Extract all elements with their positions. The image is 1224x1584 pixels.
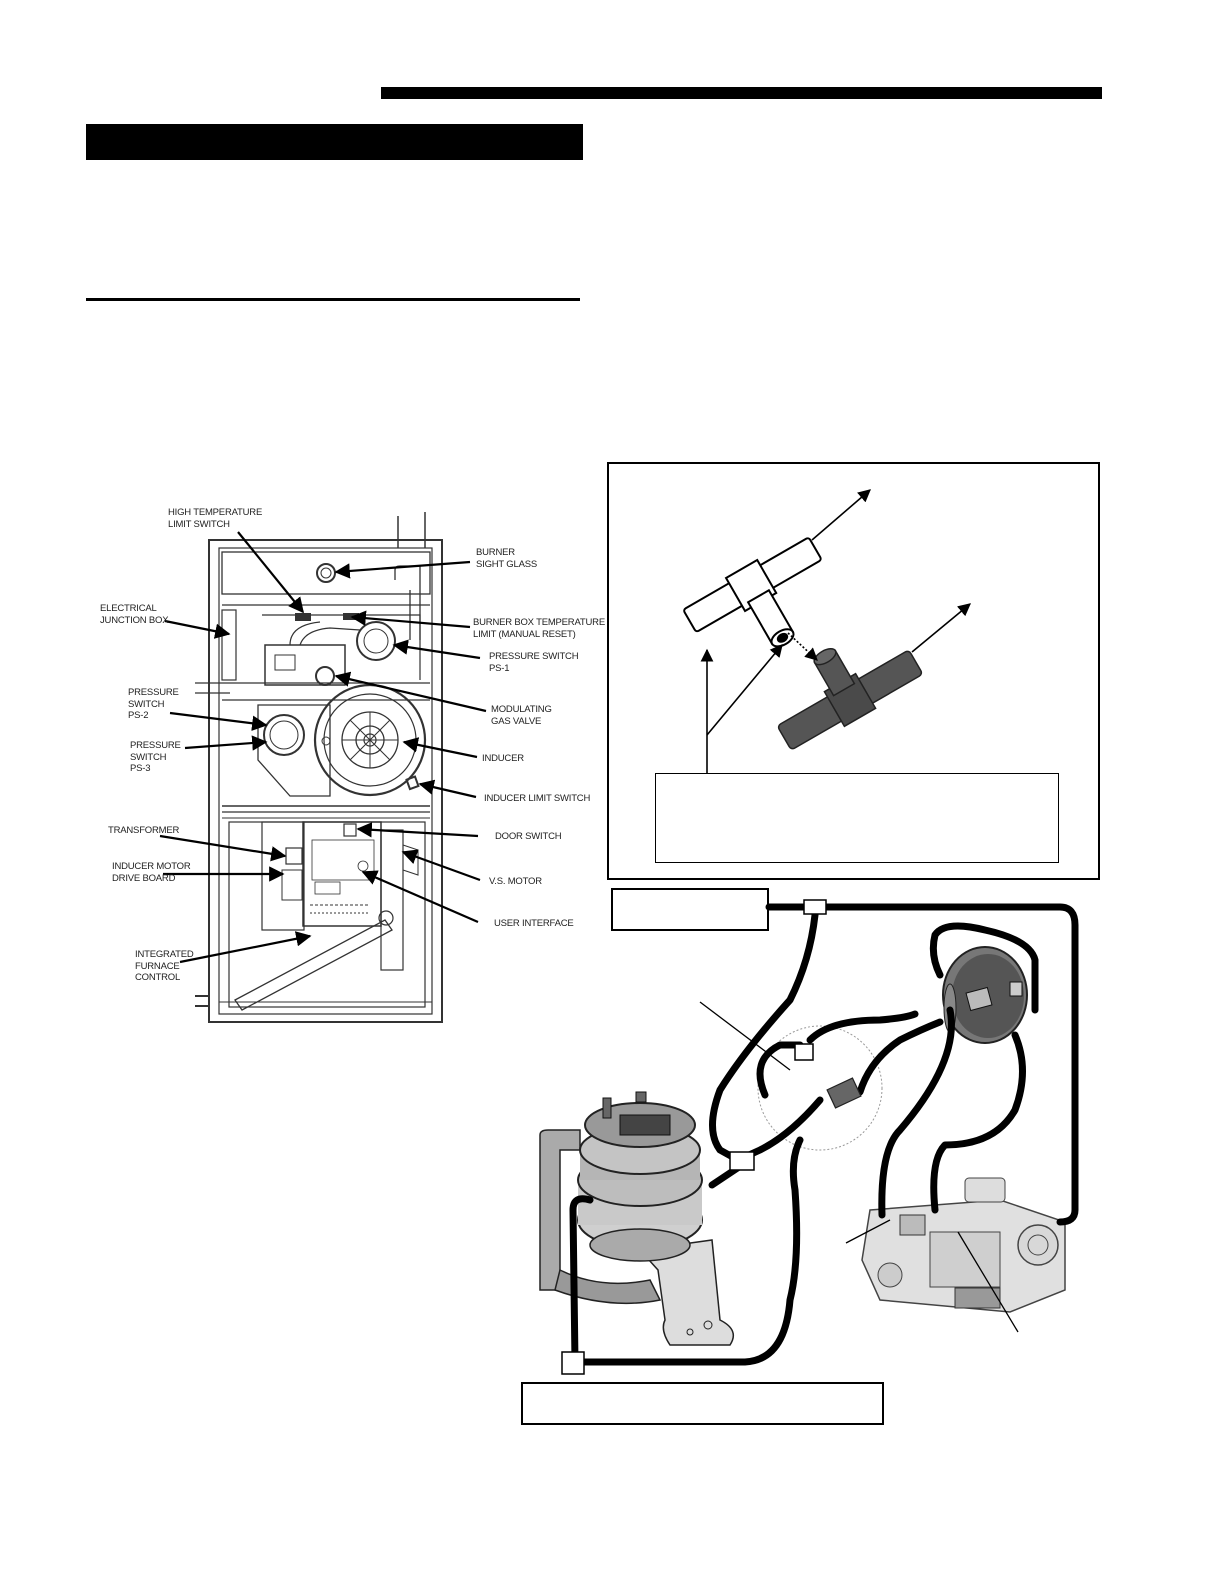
label-vs-motor: V.S. MOTOR bbox=[489, 876, 542, 887]
label-door-switch: DOOR SWITCH bbox=[495, 831, 562, 842]
ps1-shape bbox=[356, 621, 396, 661]
label-pressure-switch-ps2: PRESSURE SWITCH PS-2 bbox=[128, 687, 179, 721]
vs-motor-shape bbox=[380, 829, 404, 971]
cabinet-outline bbox=[208, 539, 443, 1023]
label-pressure-switch-ps3: PRESSURE SWITCH PS-3 bbox=[130, 740, 181, 774]
junction-box-shape bbox=[221, 609, 237, 681]
label-integrated-furnace-control: INTEGRATED FURNACE CONTROL bbox=[135, 949, 194, 983]
label-modulating-gas-valve: MODULATING GAS VALVE bbox=[491, 704, 552, 727]
gray-tee-fitting bbox=[777, 648, 923, 750]
pressure-switch-round bbox=[942, 946, 1028, 1044]
dual-pressure-switch-assembly bbox=[539, 1091, 735, 1346]
high-temp-limit-shape bbox=[295, 613, 311, 621]
tee-top bbox=[803, 899, 827, 915]
section-title-bar bbox=[86, 124, 583, 160]
white-tee-fitting bbox=[683, 537, 822, 648]
label-pressure-switch-ps1: PRESSURE SWITCH PS-1 bbox=[489, 651, 579, 674]
header-rule bbox=[381, 87, 1102, 99]
tubing-label-box-top bbox=[611, 888, 769, 931]
furnace-diagram bbox=[159, 512, 487, 1023]
fitting-detail-inset bbox=[607, 462, 1100, 880]
inducer-limit-shape bbox=[405, 775, 420, 791]
sight-glass-shape bbox=[316, 563, 336, 583]
label-inducer-motor-drive-board: INDUCER MOTOR DRIVE BOARD bbox=[112, 861, 191, 884]
section-divider bbox=[86, 298, 580, 301]
label-inducer-limit-switch: INDUCER LIMIT SWITCH bbox=[484, 793, 591, 804]
label-high-temperature-limit-switch: HIGH TEMPERATURE LIMIT SWITCH bbox=[168, 507, 263, 530]
drive-board-shape bbox=[281, 869, 303, 901]
silicone-tubing bbox=[569, 903, 1079, 1366]
gas-valve-photo-shape bbox=[861, 1177, 1066, 1313]
transformer-shape bbox=[285, 847, 303, 865]
label-burner-sight-glass: BURNER SIGHT GLASS bbox=[476, 547, 537, 570]
door-switch-shape bbox=[343, 823, 357, 837]
label-inducer: INDUCER bbox=[482, 753, 524, 764]
tee-middle bbox=[729, 1151, 755, 1171]
inset-caption-box bbox=[655, 773, 1059, 863]
label-burner-box-temperature-limit: BURNER BOX TEMPERATURE LIMIT (MANUAL RES… bbox=[473, 617, 605, 640]
tubing-label-box-bottom bbox=[521, 1382, 884, 1425]
tubing-diagram bbox=[539, 899, 1079, 1375]
label-user-interface: USER INTERFACE bbox=[494, 918, 574, 929]
gas-valve-shape bbox=[264, 644, 346, 686]
ps2-shape bbox=[263, 714, 305, 756]
tee-bottom bbox=[561, 1351, 585, 1375]
mounting-bracket-shape bbox=[638, 1239, 735, 1346]
tee-fittings-illustration bbox=[683, 489, 971, 773]
label-transformer: TRANSFORMER bbox=[108, 825, 180, 836]
label-electrical-junction-box: ELECTRICAL JUNCTION BOX bbox=[100, 603, 169, 626]
